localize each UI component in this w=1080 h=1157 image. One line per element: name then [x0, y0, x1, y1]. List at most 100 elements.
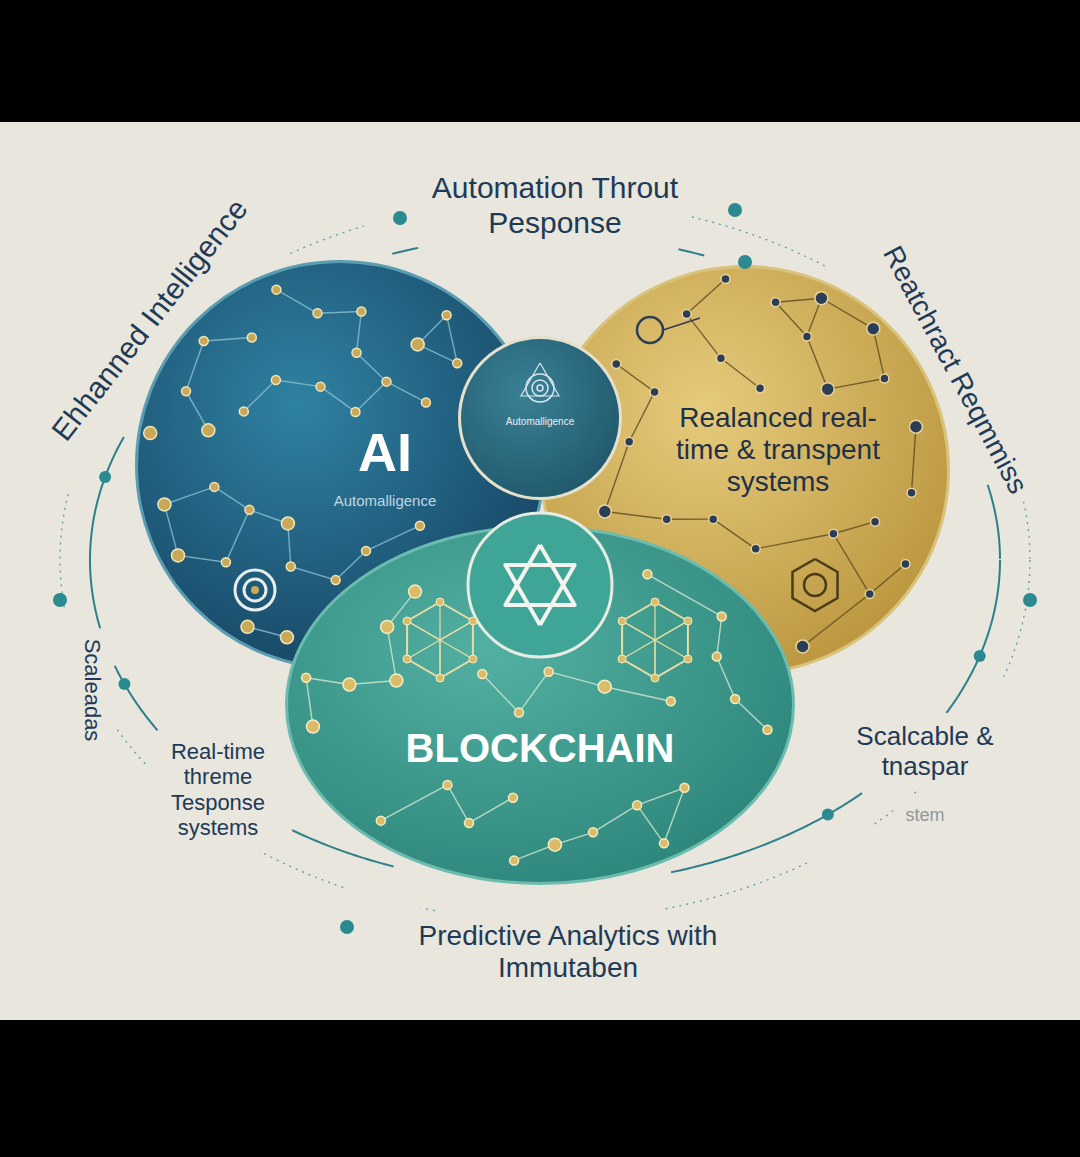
network-dot	[409, 585, 422, 598]
ring-dot	[738, 255, 752, 269]
ring-dot	[340, 920, 354, 934]
network-dot	[280, 631, 293, 644]
network-link	[519, 672, 549, 713]
cube-icon	[618, 598, 692, 682]
network-link	[387, 627, 396, 681]
network-dot	[442, 311, 451, 320]
network-dot	[144, 427, 157, 440]
outer-ring-dashed	[872, 811, 893, 826]
arc-label: Scaleadas	[79, 639, 104, 742]
network-link	[186, 341, 204, 391]
network-dot	[182, 387, 191, 396]
network-dot	[548, 838, 561, 851]
outer-ring-dashed	[260, 851, 344, 887]
outer-ring	[671, 793, 862, 872]
network-dot	[210, 482, 219, 491]
network-dot	[421, 398, 430, 407]
network-dot	[643, 570, 652, 579]
network-dot	[241, 620, 254, 633]
network-dot	[721, 274, 730, 283]
network-dot	[247, 333, 256, 342]
network-link	[593, 805, 637, 832]
network-dot	[272, 285, 281, 294]
network-dot	[650, 387, 659, 396]
network-dot	[598, 680, 611, 693]
outer-ring-dashed	[913, 792, 916, 795]
ring-dot	[53, 593, 67, 607]
network-dot	[680, 783, 689, 792]
network-link	[276, 380, 321, 387]
network-link	[713, 519, 755, 549]
network-dot	[382, 377, 391, 386]
ring-dot	[1023, 593, 1037, 607]
network-link	[667, 518, 713, 519]
network-dot	[709, 515, 718, 524]
network-link	[912, 427, 916, 493]
network-pattern	[598, 274, 922, 653]
annotation-label: Predictive Analytics with Immutaben	[398, 920, 738, 984]
network-dot	[751, 544, 760, 553]
network-link	[317, 312, 361, 314]
network-link	[357, 353, 387, 382]
network-dot	[352, 348, 361, 357]
network-dot	[829, 529, 838, 538]
network-dot	[271, 376, 280, 385]
outer-ring-dashed	[1004, 560, 1030, 677]
network-link	[637, 788, 684, 805]
network-dot	[202, 424, 215, 437]
annotation-label: Real-time threme Tesponse systems	[156, 739, 281, 840]
network-link	[366, 526, 420, 551]
star-symbol	[505, 565, 574, 625]
hexagon-icon	[792, 559, 837, 611]
network-link	[717, 657, 735, 699]
network-dot	[390, 674, 403, 687]
outer-ring-dashed	[291, 226, 365, 254]
network-dot	[381, 620, 394, 633]
network-dot	[453, 359, 462, 368]
outer-ring-dashed	[115, 727, 145, 764]
network-dot	[508, 793, 517, 802]
network-dot	[313, 309, 322, 318]
network-link	[276, 290, 317, 314]
network-link	[482, 674, 519, 713]
outer-ring-dashed	[1024, 502, 1030, 559]
annotation-label: Scalcable & tnaspar	[835, 722, 1015, 782]
outer-ring	[988, 485, 1000, 559]
network-link	[821, 298, 873, 328]
outer-ring-dashed	[421, 908, 435, 911]
ring-dot	[393, 211, 407, 225]
network-dot	[411, 338, 424, 351]
network-link	[833, 522, 875, 534]
network-dot	[514, 708, 523, 717]
network-dot	[633, 801, 642, 810]
network-dot	[510, 856, 519, 865]
network-dot	[909, 420, 922, 433]
network-dot	[907, 488, 916, 497]
network-link	[616, 364, 654, 392]
black-band	[0, 1020, 1080, 1157]
ring-dot	[822, 809, 834, 821]
target-icon	[235, 570, 275, 610]
network-link	[647, 574, 721, 616]
network-dot	[331, 576, 340, 585]
network-dot	[478, 669, 487, 678]
node-title: BLOCKCHAIN	[330, 725, 750, 771]
cube-icon	[403, 598, 477, 682]
network-dot	[415, 521, 424, 530]
network-link	[807, 337, 828, 390]
outer-ring	[90, 437, 124, 628]
outer-ring-dashed	[60, 493, 69, 608]
center-circle	[468, 513, 612, 657]
network-dot	[716, 354, 725, 363]
network-link	[687, 279, 726, 314]
network-dot	[815, 292, 828, 305]
intersection-circle: Automalligence	[458, 336, 622, 500]
network-dot	[598, 505, 611, 518]
network-dot	[771, 298, 780, 307]
network-link	[164, 504, 178, 555]
network-link	[756, 534, 834, 549]
network-dot	[239, 407, 248, 416]
network-link	[637, 805, 664, 843]
network-dot	[544, 667, 553, 676]
network-dot	[682, 310, 691, 319]
